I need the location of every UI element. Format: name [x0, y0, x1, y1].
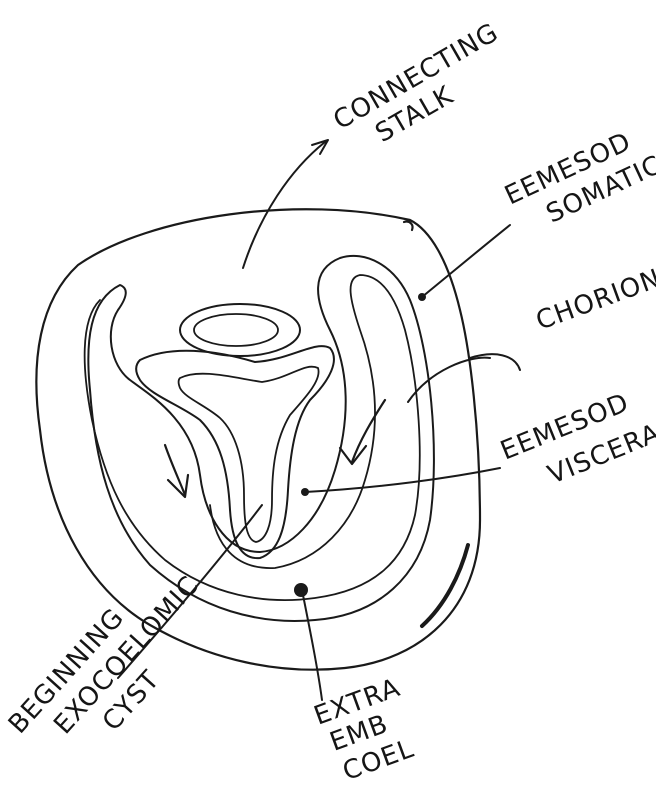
amniotic-cavity — [180, 304, 300, 356]
label-beginning-exocoelomic-cyst: BEGINNING EXOCOELOMIC CYST — [3, 541, 237, 785]
yolk-sac — [179, 367, 319, 542]
eem-somatic-leader — [422, 225, 510, 297]
amniotic-cavity-inner — [194, 314, 278, 346]
ink-arc — [422, 545, 468, 626]
chorion-leader-tail — [470, 354, 520, 370]
eem-visceral-dot — [301, 488, 309, 496]
label-chorion: CHORION — [532, 264, 656, 337]
eem-somatic-dot — [418, 293, 426, 301]
label-eem-somatic: EEMESOD SOMATIC — [500, 119, 656, 242]
chorion-tick — [404, 222, 413, 230]
extra-emb-coel-dot — [294, 583, 308, 597]
fold-arrow-right — [352, 400, 385, 462]
chorion-leader — [408, 358, 490, 402]
label-eem-visceral: EEMESOD VISCERAL — [496, 375, 656, 503]
chorion-outline — [36, 209, 480, 669]
connecting-stalk-leader — [243, 142, 325, 268]
label-extra-emb-coel: EXTRA EMB COEL — [310, 670, 434, 790]
fold-arrow-right-head — [340, 446, 366, 464]
extra-emb-coel-leader — [302, 590, 322, 700]
eem-somatic-layer — [88, 256, 434, 621]
label-connecting-stalk: CONNECTING STALK — [329, 13, 528, 164]
